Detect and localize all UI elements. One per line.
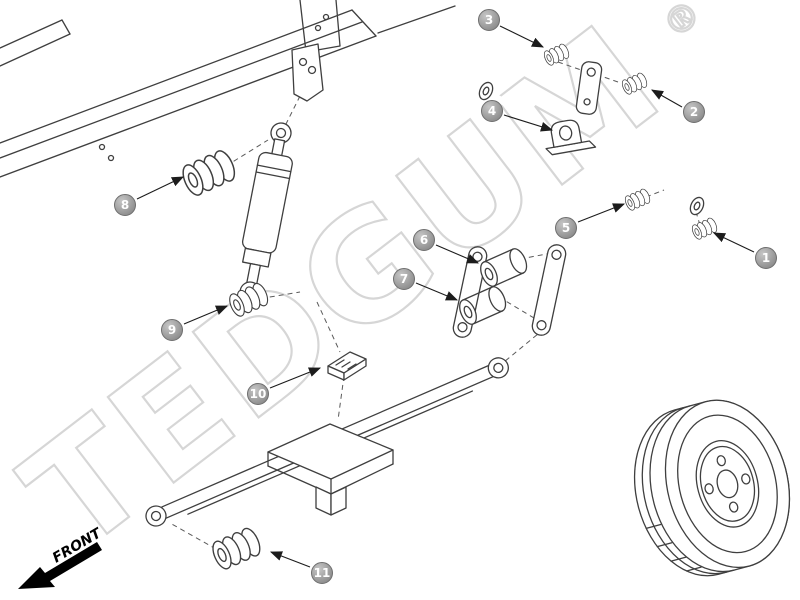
leader-8 xyxy=(136,176,184,200)
leader-4 xyxy=(503,114,554,132)
leader-5 xyxy=(577,203,626,223)
stabilizer-end-tab-right xyxy=(689,196,705,216)
leader-2 xyxy=(651,89,683,108)
callout-6: 6 xyxy=(413,229,435,251)
wheel-drawing xyxy=(633,399,791,577)
leader-7 xyxy=(415,282,459,301)
callout-9: 9 xyxy=(161,319,183,341)
stabilizer-end-tab-left xyxy=(478,81,494,101)
callout-leader-lines xyxy=(136,25,755,568)
shackle-plate-rear-drawing xyxy=(531,244,567,336)
stabilizer-bushing-1-drawing xyxy=(689,216,720,241)
leader-10 xyxy=(269,367,322,389)
callout-11: 11 xyxy=(311,562,333,584)
callout-2: 2 xyxy=(683,101,705,123)
leader-9 xyxy=(183,305,229,325)
leader-1 xyxy=(713,232,755,253)
leader-6 xyxy=(435,244,480,264)
callout-5: 5 xyxy=(555,217,577,239)
shock-upper-bracket-drawing xyxy=(291,43,324,102)
callout-4: 4 xyxy=(481,100,503,122)
bump-stop-drawing xyxy=(327,351,367,381)
spring-bushing-11-drawing xyxy=(208,525,265,573)
leader-3 xyxy=(499,25,544,48)
axle-seat-drawing xyxy=(267,423,394,516)
stabilizer-bushing-5-drawing xyxy=(622,187,653,212)
front-arrow-icon xyxy=(18,542,102,589)
callout-8: 8 xyxy=(114,194,136,216)
shock-bushing-8-drawing xyxy=(178,147,240,199)
registered-trademark-icon: ® xyxy=(656,0,714,47)
stabilizer-clamp-bushing-drawing xyxy=(545,119,597,156)
callout-1: 1 xyxy=(755,247,777,269)
stabilizer-link-bracket-drawing xyxy=(575,61,603,115)
leader-11 xyxy=(269,551,311,568)
callout-10: 10 xyxy=(247,383,269,405)
callout-3: 3 xyxy=(478,9,500,31)
callout-7: 7 xyxy=(393,268,415,290)
frame-rails-drawing xyxy=(0,0,456,178)
